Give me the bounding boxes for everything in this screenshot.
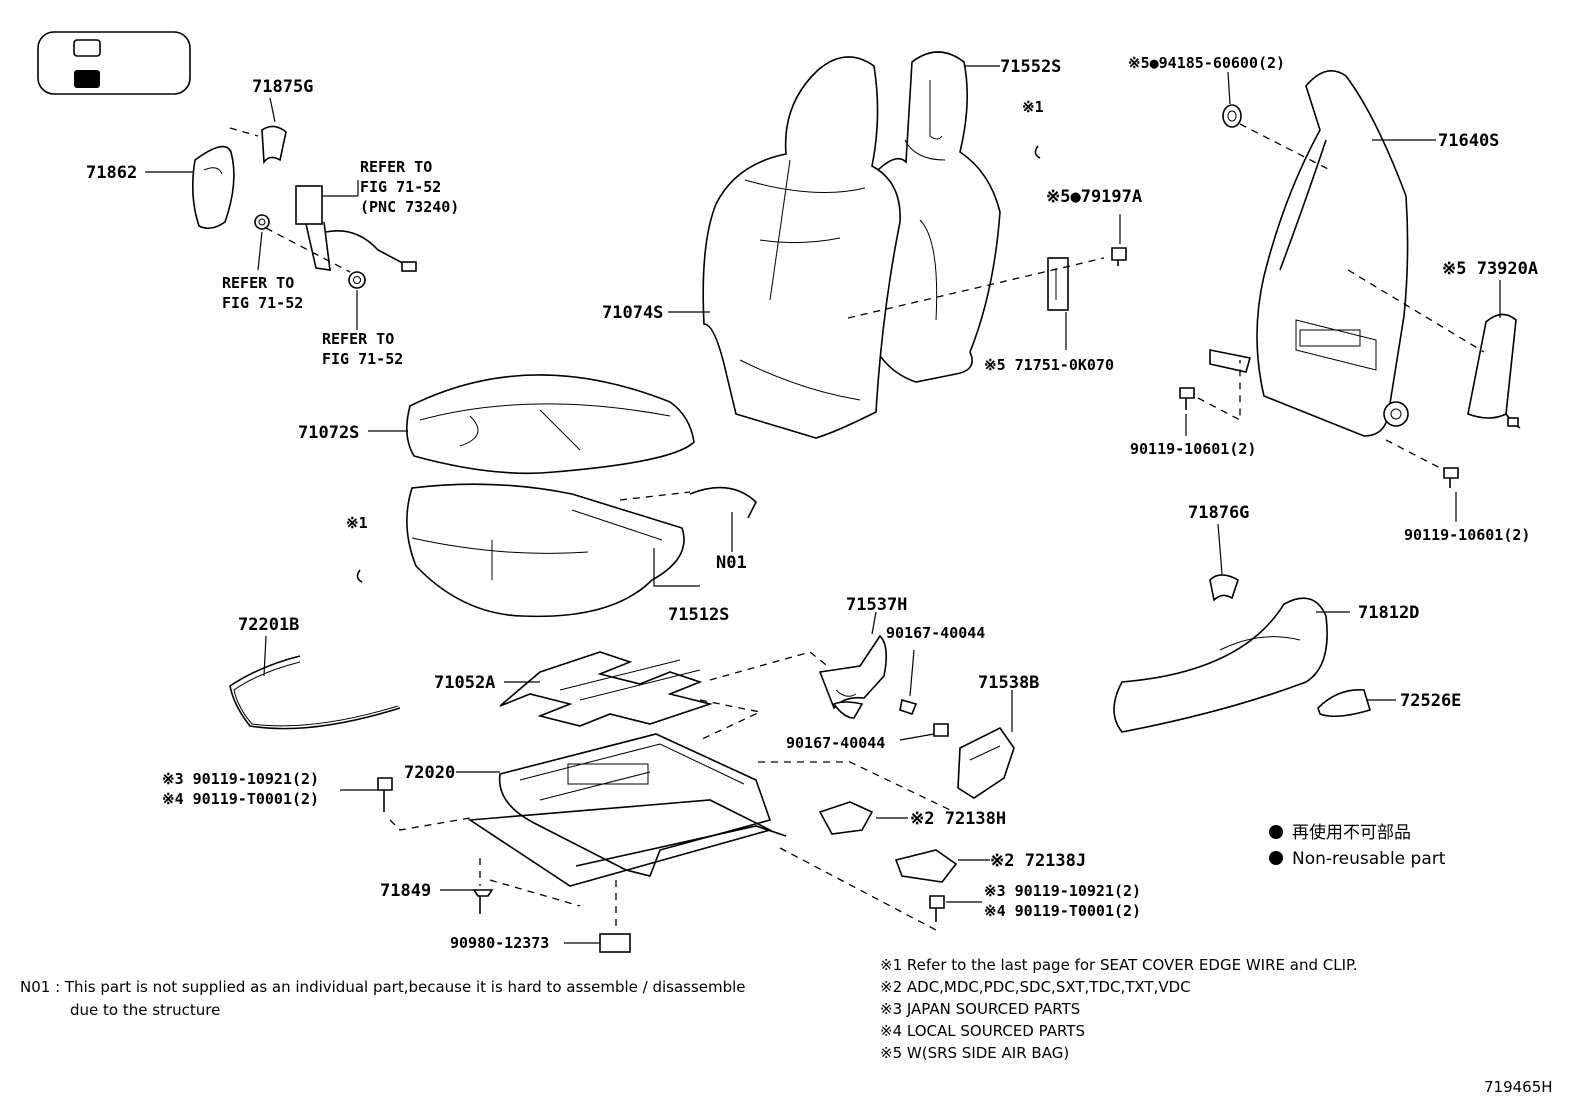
label-72201B: 72201B xyxy=(238,615,299,635)
non-reusable-dot-jp xyxy=(1269,825,1283,839)
part-71052A-spring xyxy=(499,651,831,741)
label-90119-10921-left: ※3 90119-10921(2) xyxy=(162,770,319,788)
key-box xyxy=(37,31,191,95)
label-71640S: 71640S xyxy=(1438,131,1499,151)
label-90167-40044-bottom: 90167-40044 xyxy=(786,734,885,752)
label-90167-40044-top: 90167-40044 xyxy=(886,624,985,642)
note-n01-line2: due to the structure xyxy=(70,1001,220,1019)
label-71552S: 71552S xyxy=(1000,57,1061,77)
label-73920A: ※5 73920A xyxy=(1442,259,1538,279)
label-refer-a2: FIG 71-52 xyxy=(360,178,441,196)
note-mark1: ※1 Refer to the last page for SEAT COVER… xyxy=(880,956,1357,974)
part-71537H-bracket xyxy=(818,611,888,719)
label-71875G: 71875G xyxy=(252,77,313,97)
label-refer-a3: (PNC 73240) xyxy=(360,198,459,216)
part-71512S-pad xyxy=(406,483,757,618)
label-71876G: 71876G xyxy=(1188,503,1249,523)
note-mark3: ※3 JAPAN SOURCED PARTS xyxy=(880,1000,1080,1018)
part-71875G xyxy=(229,97,287,165)
label-71849: 71849 xyxy=(380,881,431,901)
label-90980-12373: 90980-12373 xyxy=(450,934,549,952)
label-refer-a1: REFER TO xyxy=(360,158,432,176)
clip-left xyxy=(356,569,363,583)
label-mark1-top: ※1 xyxy=(1022,98,1044,116)
legend-non-reusable-en: Non-reusable part xyxy=(1292,849,1446,869)
part-71538B-bracket xyxy=(957,690,1015,799)
label-71512S: 71512S xyxy=(668,605,729,625)
part-bolts-misc xyxy=(340,777,982,953)
label-71072S: 71072S xyxy=(298,423,359,443)
part-seatback-cover xyxy=(668,51,1001,439)
label-72020: 72020 xyxy=(404,763,455,783)
part-71876G xyxy=(1209,523,1239,602)
non-reusable-dot-en xyxy=(1269,851,1283,865)
part-belt-nuts xyxy=(254,214,366,330)
label-refer-b1: REFER TO xyxy=(222,274,294,292)
label-71812D: 71812D xyxy=(1358,603,1419,623)
part-71751-bracket xyxy=(847,214,1127,350)
label-71538B: 71538B xyxy=(978,673,1039,693)
part-71812D-shield xyxy=(1113,597,1350,733)
part-71640S-frame xyxy=(1209,70,1436,437)
note-mark5: ※5 W(SRS SIDE AIR BAG) xyxy=(880,1044,1069,1062)
part-90119-10601-bolts xyxy=(1179,360,1459,522)
note-n01-line1: N01 : This part is not supplied as an in… xyxy=(20,978,746,996)
label-71862: 71862 xyxy=(86,163,137,183)
label-refer-c2: FIG 71-52 xyxy=(322,350,403,368)
label-72138H: ※2 72138H xyxy=(910,809,1006,829)
part-72526E-knob xyxy=(1317,689,1396,718)
label-72138J: ※2 72138J xyxy=(990,851,1086,871)
note-mark2: ※2 ADC,MDC,PDC,SDC,SXT,TDC,TXT,VDC xyxy=(880,978,1191,996)
legend-non-reusable-jp: 再使用不可部品 xyxy=(1292,822,1411,843)
part-71862 xyxy=(145,145,235,230)
label-N01: N01 xyxy=(716,553,747,573)
part-72020-frame xyxy=(456,733,787,887)
part-72138J xyxy=(894,849,990,883)
part-72138H xyxy=(818,801,908,835)
part-90167-screws xyxy=(758,649,951,811)
label-71751-0K070: ※5 71751-0K070 xyxy=(984,356,1114,374)
label-90119-10921-right: ※3 90119-10921(2) xyxy=(984,882,1141,900)
label-94185-60600: ※5●94185-60600(2) xyxy=(1128,54,1285,72)
label-90119-10601-right: 90119-10601(2) xyxy=(1404,526,1530,544)
part-seatbelt-buckle xyxy=(295,180,417,272)
label-71052A: 71052A xyxy=(434,673,495,693)
part-94185-nut xyxy=(1222,71,1331,171)
label-90119-10601-left: 90119-10601(2) xyxy=(1130,440,1256,458)
label-refer-b2: FIG 71-52 xyxy=(222,294,303,312)
part-72201B-wire xyxy=(229,635,401,730)
note-mark4: ※4 LOCAL SOURCED PARTS xyxy=(880,1022,1085,1040)
label-72526E: 72526E xyxy=(1400,691,1461,711)
clip-top xyxy=(1034,145,1041,159)
label-79197A: ※5●79197A xyxy=(1046,187,1142,207)
part-73920A-airbag xyxy=(1347,269,1521,429)
label-71537H: 71537H xyxy=(846,595,907,615)
label-90119-T0001-right: ※4 90119-T0001(2) xyxy=(984,902,1141,920)
label-refer-c1: REFER TO xyxy=(322,330,394,348)
label-mark1-left: ※1 xyxy=(346,514,368,532)
part-71072S-cushion-cover xyxy=(368,374,695,475)
label-90119-T0001-left: ※4 90119-T0001(2) xyxy=(162,790,319,808)
figure-id: 719465H xyxy=(1484,1078,1553,1096)
label-71074S: 71074S xyxy=(602,303,663,323)
